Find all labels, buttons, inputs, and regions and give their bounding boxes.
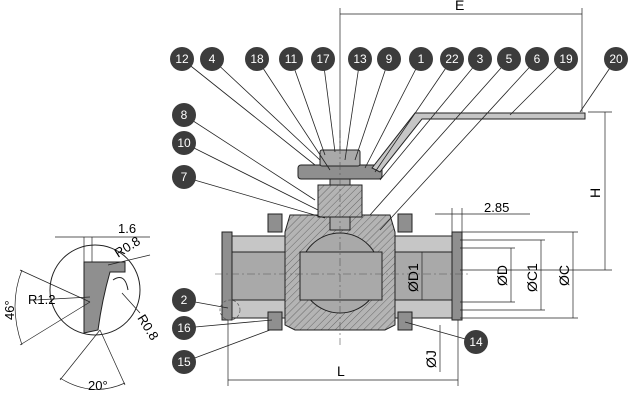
dim-dd: ØD xyxy=(494,265,510,286)
dim-46-deg: 46° xyxy=(2,300,17,320)
dim-l: L xyxy=(337,363,345,379)
callout-5: 5 xyxy=(497,47,521,71)
callout-18-bubble xyxy=(245,47,269,71)
callout-19: 19 xyxy=(554,47,578,71)
callout-10-bubble xyxy=(172,131,196,155)
callout-20-bubble xyxy=(604,47,628,71)
callout-6: 6 xyxy=(525,47,549,71)
callout-3: 3 xyxy=(468,47,492,71)
dim-r0-8-top: R0.8 xyxy=(112,233,143,260)
callout-5-number: 5 xyxy=(506,52,513,66)
callout-4-bubble xyxy=(200,47,224,71)
callout-1: 1 xyxy=(409,47,433,71)
callout-20: 20 xyxy=(604,47,628,71)
callout-16: 16 xyxy=(172,316,196,340)
callout-19-bubble xyxy=(554,47,578,71)
callout-9-bubble xyxy=(377,47,401,71)
seal-groove-detail: 1.6 R0.8 R1.2 R0.8 46° 20° xyxy=(2,221,162,393)
callout-7-bubble xyxy=(172,165,196,189)
callout-6-number: 6 xyxy=(534,52,541,66)
callout-17: 17 xyxy=(311,47,335,71)
callout-22-number: 22 xyxy=(445,52,459,66)
dim-dc: ØC xyxy=(556,265,572,286)
callout-16-bubble xyxy=(172,316,196,340)
callout-14-number: 14 xyxy=(469,335,483,349)
callout-2: 2 xyxy=(172,288,196,312)
callout-17-number: 17 xyxy=(316,52,330,66)
valve-body xyxy=(215,112,586,345)
callout-10: 10 xyxy=(172,131,196,155)
callout-9: 9 xyxy=(377,47,401,71)
callout-7-number: 7 xyxy=(181,170,188,184)
callout-11-bubble xyxy=(279,47,303,71)
dim-h: H xyxy=(587,188,603,198)
dimension-labels: E H L ØC ØC1 ØD ØD1 ØJ 2.85 xyxy=(337,0,603,379)
dimension-lines xyxy=(227,8,612,386)
callout-1-number: 1 xyxy=(418,52,425,66)
callout-5-bubble xyxy=(497,47,521,71)
callout-4: 4 xyxy=(200,47,224,71)
dim-dc1: ØC1 xyxy=(524,263,540,292)
callout-13-number: 13 xyxy=(353,52,367,66)
callout-9-number: 9 xyxy=(386,52,393,66)
callout-22-bubble xyxy=(440,47,464,71)
callout-12-bubble xyxy=(170,47,194,71)
callout-15: 15 xyxy=(172,350,196,374)
callout-2-bubble xyxy=(172,288,196,312)
callout-12: 12 xyxy=(170,47,194,71)
callout-8-number: 8 xyxy=(181,108,188,122)
callout-3-bubble xyxy=(468,47,492,71)
callout-6-bubble xyxy=(525,47,549,71)
callout-12-number: 12 xyxy=(175,52,189,66)
callout-22: 22 xyxy=(440,47,464,71)
dim-e: E xyxy=(455,0,464,13)
callout-17-bubble xyxy=(311,47,335,71)
callout-4-number: 4 xyxy=(209,52,216,66)
callout-10-number: 10 xyxy=(177,136,191,150)
callout-8-bubble xyxy=(172,103,196,127)
callout-3-number: 3 xyxy=(477,52,484,66)
dim-20-deg: 20° xyxy=(88,378,108,393)
callout-1-bubble xyxy=(409,47,433,71)
callout-13-bubble xyxy=(348,47,372,71)
dim-2-85: 2.85 xyxy=(484,200,509,215)
callout-7: 7 xyxy=(172,165,196,189)
callout-2-number: 2 xyxy=(181,293,188,307)
callout-19-number: 19 xyxy=(559,52,573,66)
callout-18-number: 18 xyxy=(250,52,264,66)
dim-dj: ØJ xyxy=(423,350,439,368)
callout-20-number: 20 xyxy=(609,52,623,66)
callout-18: 18 xyxy=(245,47,269,71)
callout-16-number: 16 xyxy=(177,321,191,335)
callout-15-bubble xyxy=(172,350,196,374)
callout-13: 13 xyxy=(348,47,372,71)
callout-8: 8 xyxy=(172,103,196,127)
callout-11-number: 11 xyxy=(285,52,298,66)
callout-leaders xyxy=(181,58,617,363)
callout-15-number: 15 xyxy=(177,355,191,369)
dim-1-6: 1.6 xyxy=(118,221,136,236)
dim-r0-8-bottom: R0.8 xyxy=(134,312,161,343)
callout-11: 11 xyxy=(279,47,303,71)
dim-dd1: ØD1 xyxy=(405,263,421,292)
callout-bubbles: 12 4 18 11 17 13 9 1 22 3 5 6 19 20 8 10… xyxy=(170,47,628,374)
callout-14: 14 xyxy=(464,330,488,354)
callout-14-bubble xyxy=(464,330,488,354)
dim-r1-2: R1.2 xyxy=(28,292,55,307)
